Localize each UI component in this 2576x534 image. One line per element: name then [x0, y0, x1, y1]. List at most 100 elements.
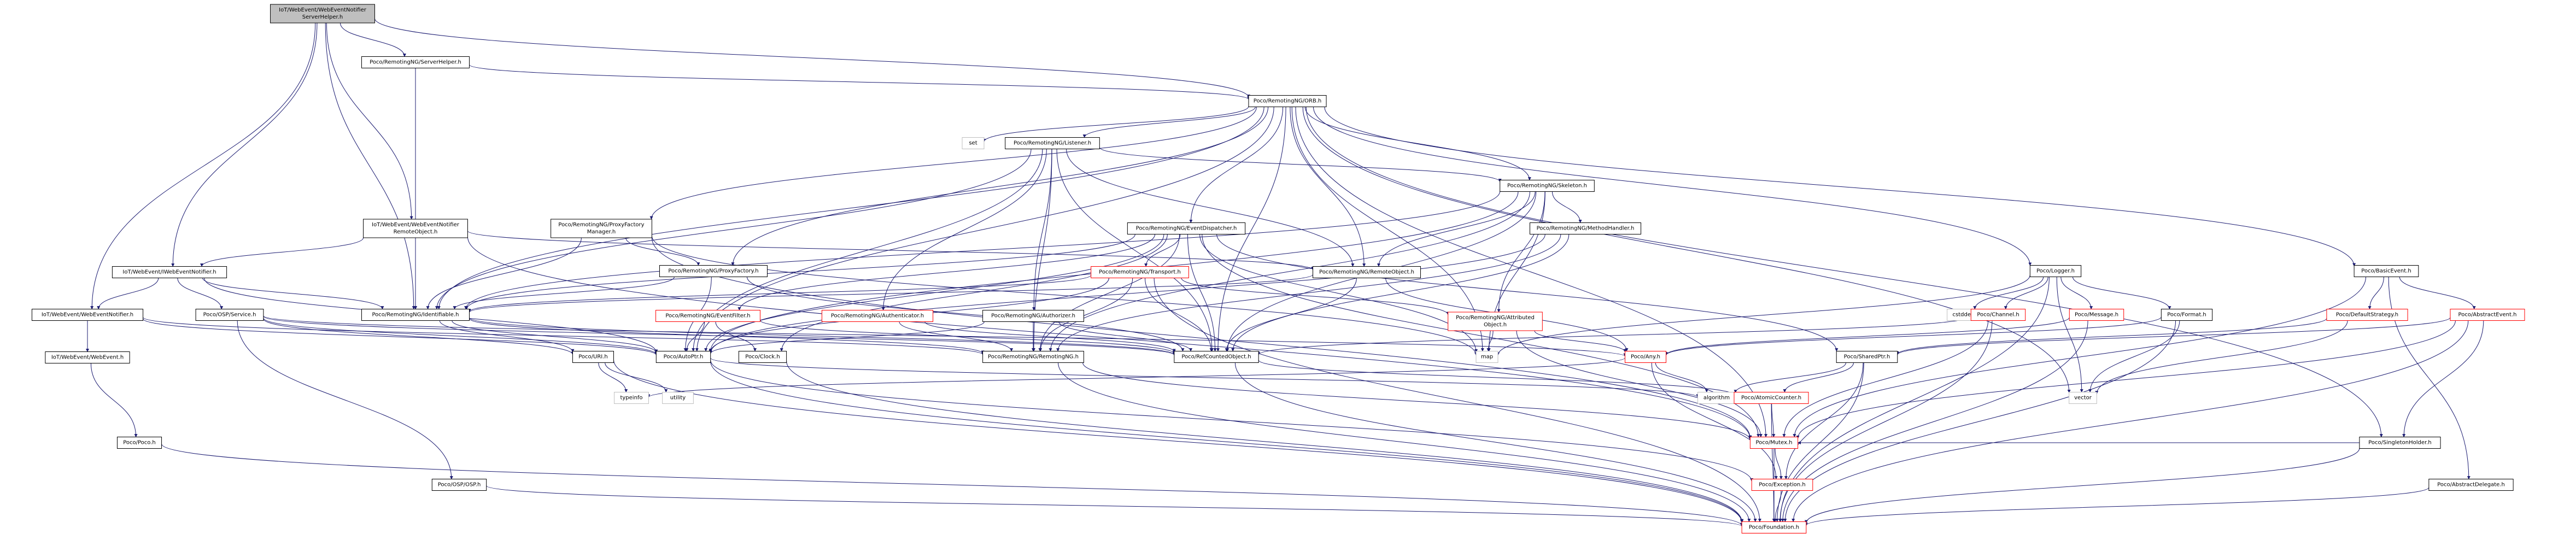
node-box	[1127, 222, 1246, 234]
node-label: Poco/Mutex.h	[1755, 440, 1792, 446]
graph-node-identifiable[interactable]: Poco/RemotingNG/Identifiable.h	[361, 309, 470, 321]
edge-logger-to-map	[1496, 275, 2030, 356]
graph-node-atomiccounter[interactable]: Poco/AtomicCounter.h	[1734, 392, 1809, 404]
edge-iwebeventnotifier-to-webeventnotifier	[97, 278, 159, 310]
graph-node-any[interactable]: Poco/Any.h	[1625, 351, 1666, 363]
graph-node-exception[interactable]: Poco/Exception.h	[1751, 479, 1813, 491]
graph-node-logger[interactable]: Poco/Logger.h	[2029, 265, 2082, 277]
node-label: Poco/Foundation.h	[1749, 525, 1799, 531]
graph-node-basicevent[interactable]: Poco/BasicEvent.h	[2353, 265, 2419, 277]
node-label: Poco/RemotingNG/RemoteObject.h	[1319, 269, 1414, 275]
graph-node-typeinfo[interactable]: typeinfo	[614, 392, 649, 404]
graph-node-utility[interactable]: utility	[662, 392, 694, 404]
node-label: Poco/BasicEvent.h	[2361, 268, 2411, 274]
node-label: Poco/Clock.h	[745, 354, 780, 360]
edge-proxyfactorymgr-to-mutex	[651, 237, 1752, 439]
edge-urih-to-typeinfo	[598, 362, 628, 393]
edge-orb-to-proxyfactorymgr	[649, 107, 1257, 220]
graph-node-poco[interactable]: Poco/Poco.h	[116, 437, 162, 449]
graph-node-message[interactable]: Poco/Message.h	[2069, 309, 2124, 321]
graph-node-algorithm[interactable]: algorithm	[1697, 392, 1736, 404]
edge-orb-to-singletonholder	[1305, 107, 2383, 438]
graph-node-singletonholder[interactable]: Poco/SingletonHolder.h	[2359, 437, 2441, 449]
graph-node-transport[interactable]: Poco/RemotingNG/Transport.h	[1091, 266, 1189, 278]
graph-node-methodhandler[interactable]: Poco/RemotingNG/MethodHandler.h	[1529, 222, 1642, 234]
edge-poco-to-foundation	[161, 444, 1743, 526]
graph-node-iwebeventnotifier[interactable]: IoT/WebEvent/IWebEventNotifier.h	[112, 266, 227, 278]
graph-node-skeleton[interactable]: Poco/RemotingNG/Skeleton.h	[1500, 180, 1595, 192]
edge-osgi-to-foundation	[486, 485, 1743, 527]
graph-node-authenticator[interactable]: Poco/RemotingNG/Authenticator.h	[821, 310, 934, 322]
node-box	[551, 219, 652, 238]
graph-node-refcounted[interactable]: Poco/RefCountedObject.h	[1174, 351, 1259, 363]
node-box	[361, 309, 470, 321]
graph-node-remotingng[interactable]: Poco/RemotingNG/RemotingNG.h	[982, 351, 1084, 363]
node-box	[659, 265, 768, 277]
graph-node-autoptr[interactable]: Poco/AutoPtr.h	[655, 351, 711, 363]
edge-basicevent-to-defaultstrategy	[2368, 277, 2384, 310]
graph-node-defaultstrategy[interactable]: Poco/DefaultStrategy.h	[2326, 309, 2408, 321]
edge-format-to-any	[1664, 316, 2162, 356]
graph-node-format[interactable]: Poco/Format.h	[2161, 309, 2213, 321]
edge-remoteobjecth-to-remoteobject	[467, 230, 1315, 271]
graph-node-serverhelper[interactable]: Poco/RemotingNG/ServerHelper.h	[361, 56, 470, 68]
node-label: Poco/OSP/Service.h	[203, 312, 256, 318]
graph-node-map[interactable]: map	[1476, 351, 1498, 363]
node-box	[195, 309, 264, 321]
node-label: map	[1481, 354, 1493, 360]
node-box	[363, 219, 468, 238]
node-box	[982, 310, 1084, 322]
graph-node-abstractdelegate[interactable]: Poco/AbstractDelegate.h	[2428, 479, 2514, 491]
edge-eventdispatcher-to-identifiable	[465, 234, 1135, 310]
edge-orb-to-proxyfactory	[731, 107, 1269, 266]
edge-urih-to-utility	[605, 362, 668, 393]
edge-logger-to-channel	[2004, 277, 2048, 310]
edge-message-to-any	[1664, 317, 2070, 356]
node-box	[1749, 437, 1799, 449]
graph-node-webeventnotifier[interactable]: IoT/WebEvent/WebEventNotifier.h	[31, 309, 144, 321]
node-label: Object.h	[1484, 322, 1507, 328]
edge-methodhandler-to-remotingng	[1056, 234, 1561, 352]
node-label: Poco/RemotingNG/Attributed	[1456, 315, 1535, 321]
node-label: Poco/OSP/OSP.h	[438, 482, 481, 488]
edge-logger-to-format	[2072, 277, 2171, 310]
graph-node-eventfilter[interactable]: Poco/RemotingNG/EventFilter.h	[655, 310, 760, 322]
node-box	[662, 392, 694, 404]
graph-node-osgiservice[interactable]: Poco/OSP/Service.h	[195, 309, 264, 321]
edge-root-to-identifiable	[325, 22, 415, 310]
graph-node-proxyfactory[interactable]: Poco/RemotingNG/ProxyFactory.h	[659, 265, 768, 277]
graph-node-set[interactable]: set	[962, 137, 985, 149]
graph-node-remoteobject[interactable]: Poco/RemotingNG/RemoteObject.h	[1313, 266, 1421, 278]
graph-node-foundation[interactable]: Poco/Foundation.h	[1741, 521, 1807, 533]
edge-attributed-to-map	[1486, 330, 1494, 352]
graph-node-abstractevent[interactable]: Poco/AbstractEvent.h	[2450, 309, 2525, 321]
node-label: IoT/WebEvent/WebEventNotifier	[372, 222, 460, 228]
graph-node-orb[interactable]: Poco/RemotingNG/ORB.h	[1248, 95, 1327, 107]
edge-logger-to-cstddef	[1973, 277, 2044, 310]
graph-node-root[interactable]: IoT/WebEvent/WebEventNotifierServerHelpe…	[270, 4, 375, 24]
node-box	[1751, 479, 1813, 491]
node-box	[270, 4, 375, 24]
graph-node-vector[interactable]: vector	[2069, 392, 2097, 404]
graph-node-clock[interactable]: Poco/Clock.h	[738, 351, 787, 363]
graph-node-eventdispatcher[interactable]: Poco/RemotingNG/EventDispatcher.h	[1127, 222, 1246, 234]
graph-node-urih[interactable]: Poco/URI.h	[572, 351, 614, 363]
node-label: Poco/RemotingNG/ORB.h	[1254, 98, 1321, 104]
edge-skeleton-to-remoteobject	[1377, 191, 1536, 267]
edge-transport-to-identifiable	[467, 274, 1092, 312]
node-box	[2359, 437, 2441, 449]
graph-node-mutex[interactable]: Poco/Mutex.h	[1749, 437, 1799, 449]
graph-node-sharedptr[interactable]: Poco/SharedPtr.h	[1836, 351, 1898, 363]
graph-node-webevent[interactable]: IoT/WebEvent/WebEvent.h	[45, 351, 130, 363]
edge-webevent-to-poco	[90, 363, 138, 438]
graph-node-remoteobjecth[interactable]: IoT/WebEvent/WebEventNotifierRemoteObjec…	[363, 219, 468, 238]
edge-defaultstrategy-to-vector	[2095, 320, 2348, 395]
graph-node-authorizer[interactable]: Poco/RemotingNG/Authorizer.h	[982, 310, 1084, 322]
graph-node-osgi[interactable]: Poco/OSP/OSP.h	[431, 479, 487, 491]
node-label: IoT/WebEvent/WebEventNotifier.h	[42, 312, 133, 318]
graph-node-listener[interactable]: Poco/RemotingNG/Listener.h	[1005, 137, 1100, 149]
node-box	[2029, 265, 2082, 277]
graph-node-channel[interactable]: Poco/Channel.h	[1970, 309, 2026, 321]
